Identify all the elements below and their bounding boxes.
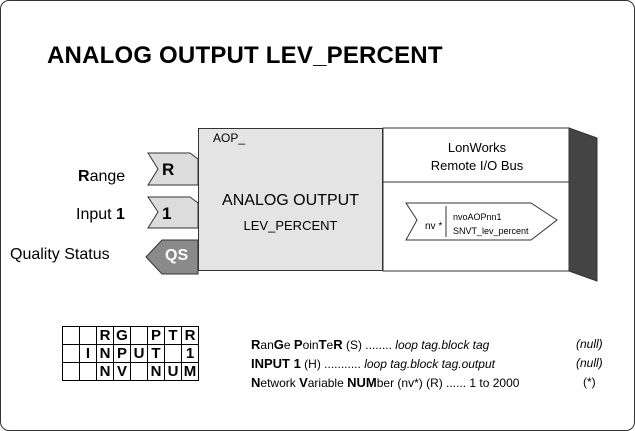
param-grid-cell: T [147, 344, 165, 363]
nv-label: nv * [425, 221, 443, 232]
param-description-part: e [283, 338, 294, 352]
page-title: ANALOG OUTPUT LEV_PERCENT [47, 42, 443, 69]
param-default-value: (*) [583, 375, 596, 389]
block-side-face [568, 127, 598, 282]
param-description: RanGe PoinTeR (S) ........ loop tag.bloc… [251, 337, 489, 352]
param-description-part: e [326, 338, 334, 352]
param-description-part: ber (nv*) (R) ...... 1 to 2000 [376, 376, 520, 390]
param-grid-cell [130, 326, 148, 345]
param-grid-cell: N [96, 344, 114, 363]
param-description-part: (S) ........ [342, 338, 396, 352]
lonworks-panel [382, 127, 570, 272]
param-description-part: an [260, 338, 274, 352]
bus-subtitle: Remote I/O Bus [430, 158, 524, 173]
param-description-part: oin [302, 338, 319, 352]
range-label: Range [78, 168, 126, 185]
param-grid-cell: 1 [181, 344, 199, 363]
block-subtitle: LEV_PERCENT [243, 218, 338, 233]
param-grid-cell: V [113, 362, 131, 381]
param-description: Network Variable NUMber (nv*) (R) ......… [251, 375, 519, 390]
param-description-part: P [293, 337, 303, 352]
param-description-part: (H) ........... [300, 357, 365, 371]
param-grid-cell [62, 362, 80, 381]
block-tag: AOP_ [213, 131, 246, 145]
param-grid-cell [130, 362, 148, 381]
param-description-part: INPUT 1 [251, 356, 301, 371]
param-grid-cell: G [113, 326, 131, 345]
param-grid-cell [79, 326, 97, 345]
quality-label: Quality Status [10, 246, 110, 263]
range-pin-label: R [162, 160, 175, 179]
param-description-part: T [318, 337, 327, 352]
param-grid-cell [164, 344, 182, 363]
param-grid-cell: N [147, 362, 165, 381]
param-grid-cell: P [147, 326, 165, 345]
param-grid-cell [62, 344, 80, 363]
param-description-part: loop tag.block tag.output [364, 357, 495, 371]
nv-name: nvoAOPnn1 [453, 212, 502, 222]
param-grid-cell [62, 326, 80, 345]
param-grid-cell: N [96, 362, 114, 381]
function-block [198, 128, 383, 271]
param-description-part: R [251, 337, 261, 352]
param-grid-cell: U [130, 344, 148, 363]
param-grid-cell: M [181, 362, 199, 381]
param-default-value: (null) [576, 337, 603, 351]
param-description-part: etwork [260, 376, 300, 390]
quality-pin-label: QS [165, 247, 189, 264]
param-description-part: N [251, 375, 261, 390]
input1-label: Input 1 [76, 206, 125, 223]
param-grid-cell: I [79, 344, 97, 363]
param-description-part: V [299, 375, 308, 390]
param-default-value: (null) [576, 356, 603, 370]
param-description: INPUT 1 (H) ........... loop tag.block t… [251, 356, 495, 371]
param-description-part: loop tag.block tag [395, 338, 490, 352]
param-description-part: ariable [307, 376, 348, 390]
param-grid-cell: U [164, 362, 182, 381]
bus-title: LonWorks [447, 140, 507, 155]
param-description-part: R [333, 337, 343, 352]
block-title: ANALOG OUTPUT [222, 192, 359, 209]
param-grid-cell: R [181, 326, 199, 345]
param-description-part: G [273, 337, 284, 352]
input1-pin [147, 196, 199, 229]
param-grid-cell: R [96, 326, 114, 345]
param-grid-cell [79, 362, 97, 381]
param-description-part: NUM [347, 375, 377, 390]
param-grid-cell: P [113, 344, 131, 363]
param-grid-cell: T [164, 326, 182, 345]
nv-type: SNVT_lev_percent [453, 226, 529, 236]
input1-pin-label: 1 [162, 204, 172, 223]
nv-output-shape [405, 202, 558, 241]
